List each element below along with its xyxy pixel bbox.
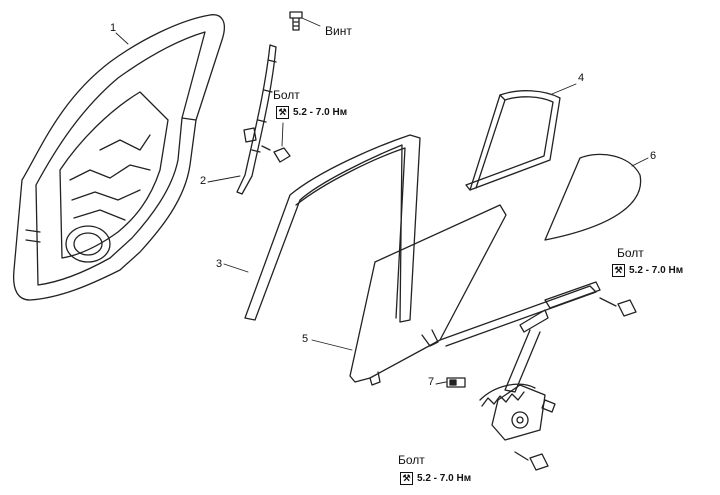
torque-wrench-icon: ⚒ xyxy=(400,472,413,485)
part-number-3: 3 xyxy=(216,258,223,270)
part-number-1: 1 xyxy=(110,22,117,34)
quarter-frame xyxy=(465,90,561,191)
torque-value: 5.2 - 7.0 Нм xyxy=(629,265,684,276)
screw-label: Винт xyxy=(325,24,352,38)
torque-wrench-icon: ⚒ xyxy=(612,264,625,277)
door-panel xyxy=(12,14,225,301)
part-number-4: 4 xyxy=(578,72,585,84)
rear-channel xyxy=(236,44,277,195)
bolt-icon-regulator xyxy=(599,297,637,317)
door-glass xyxy=(349,204,507,386)
bolt-label-channel: Болт xyxy=(273,88,300,102)
part-number-2: 2 xyxy=(200,175,207,187)
torque-spec-regulator: ⚒ 5.2 - 7.0 Нм xyxy=(612,264,683,277)
window-regulator xyxy=(439,281,601,441)
quarter-glass xyxy=(544,153,642,241)
motor-icon xyxy=(446,377,466,388)
torque-wrench-icon: ⚒ xyxy=(276,106,289,119)
part-number-6: 6 xyxy=(650,150,657,162)
torque-spec-channel: ⚒ 5.2 - 7.0 Нм xyxy=(276,106,347,119)
screw-icon xyxy=(289,11,303,31)
torque-spec-motor: ⚒ 5.2 - 7.0 Нм xyxy=(400,472,471,485)
torque-value: 5.2 - 7.0 Нм xyxy=(293,107,348,118)
run-channel xyxy=(244,134,421,323)
bolt-icon-motor xyxy=(514,451,549,471)
leader-lines xyxy=(115,17,649,385)
part-number-5: 5 xyxy=(302,333,309,345)
torque-value: 5.2 - 7.0 Нм xyxy=(417,473,472,484)
bolt-icon-channel xyxy=(261,145,291,163)
bolt-label-motor: Болт xyxy=(398,453,425,467)
bolt-label-regulator: Болт xyxy=(617,246,644,260)
part-number-7: 7 xyxy=(428,376,435,388)
